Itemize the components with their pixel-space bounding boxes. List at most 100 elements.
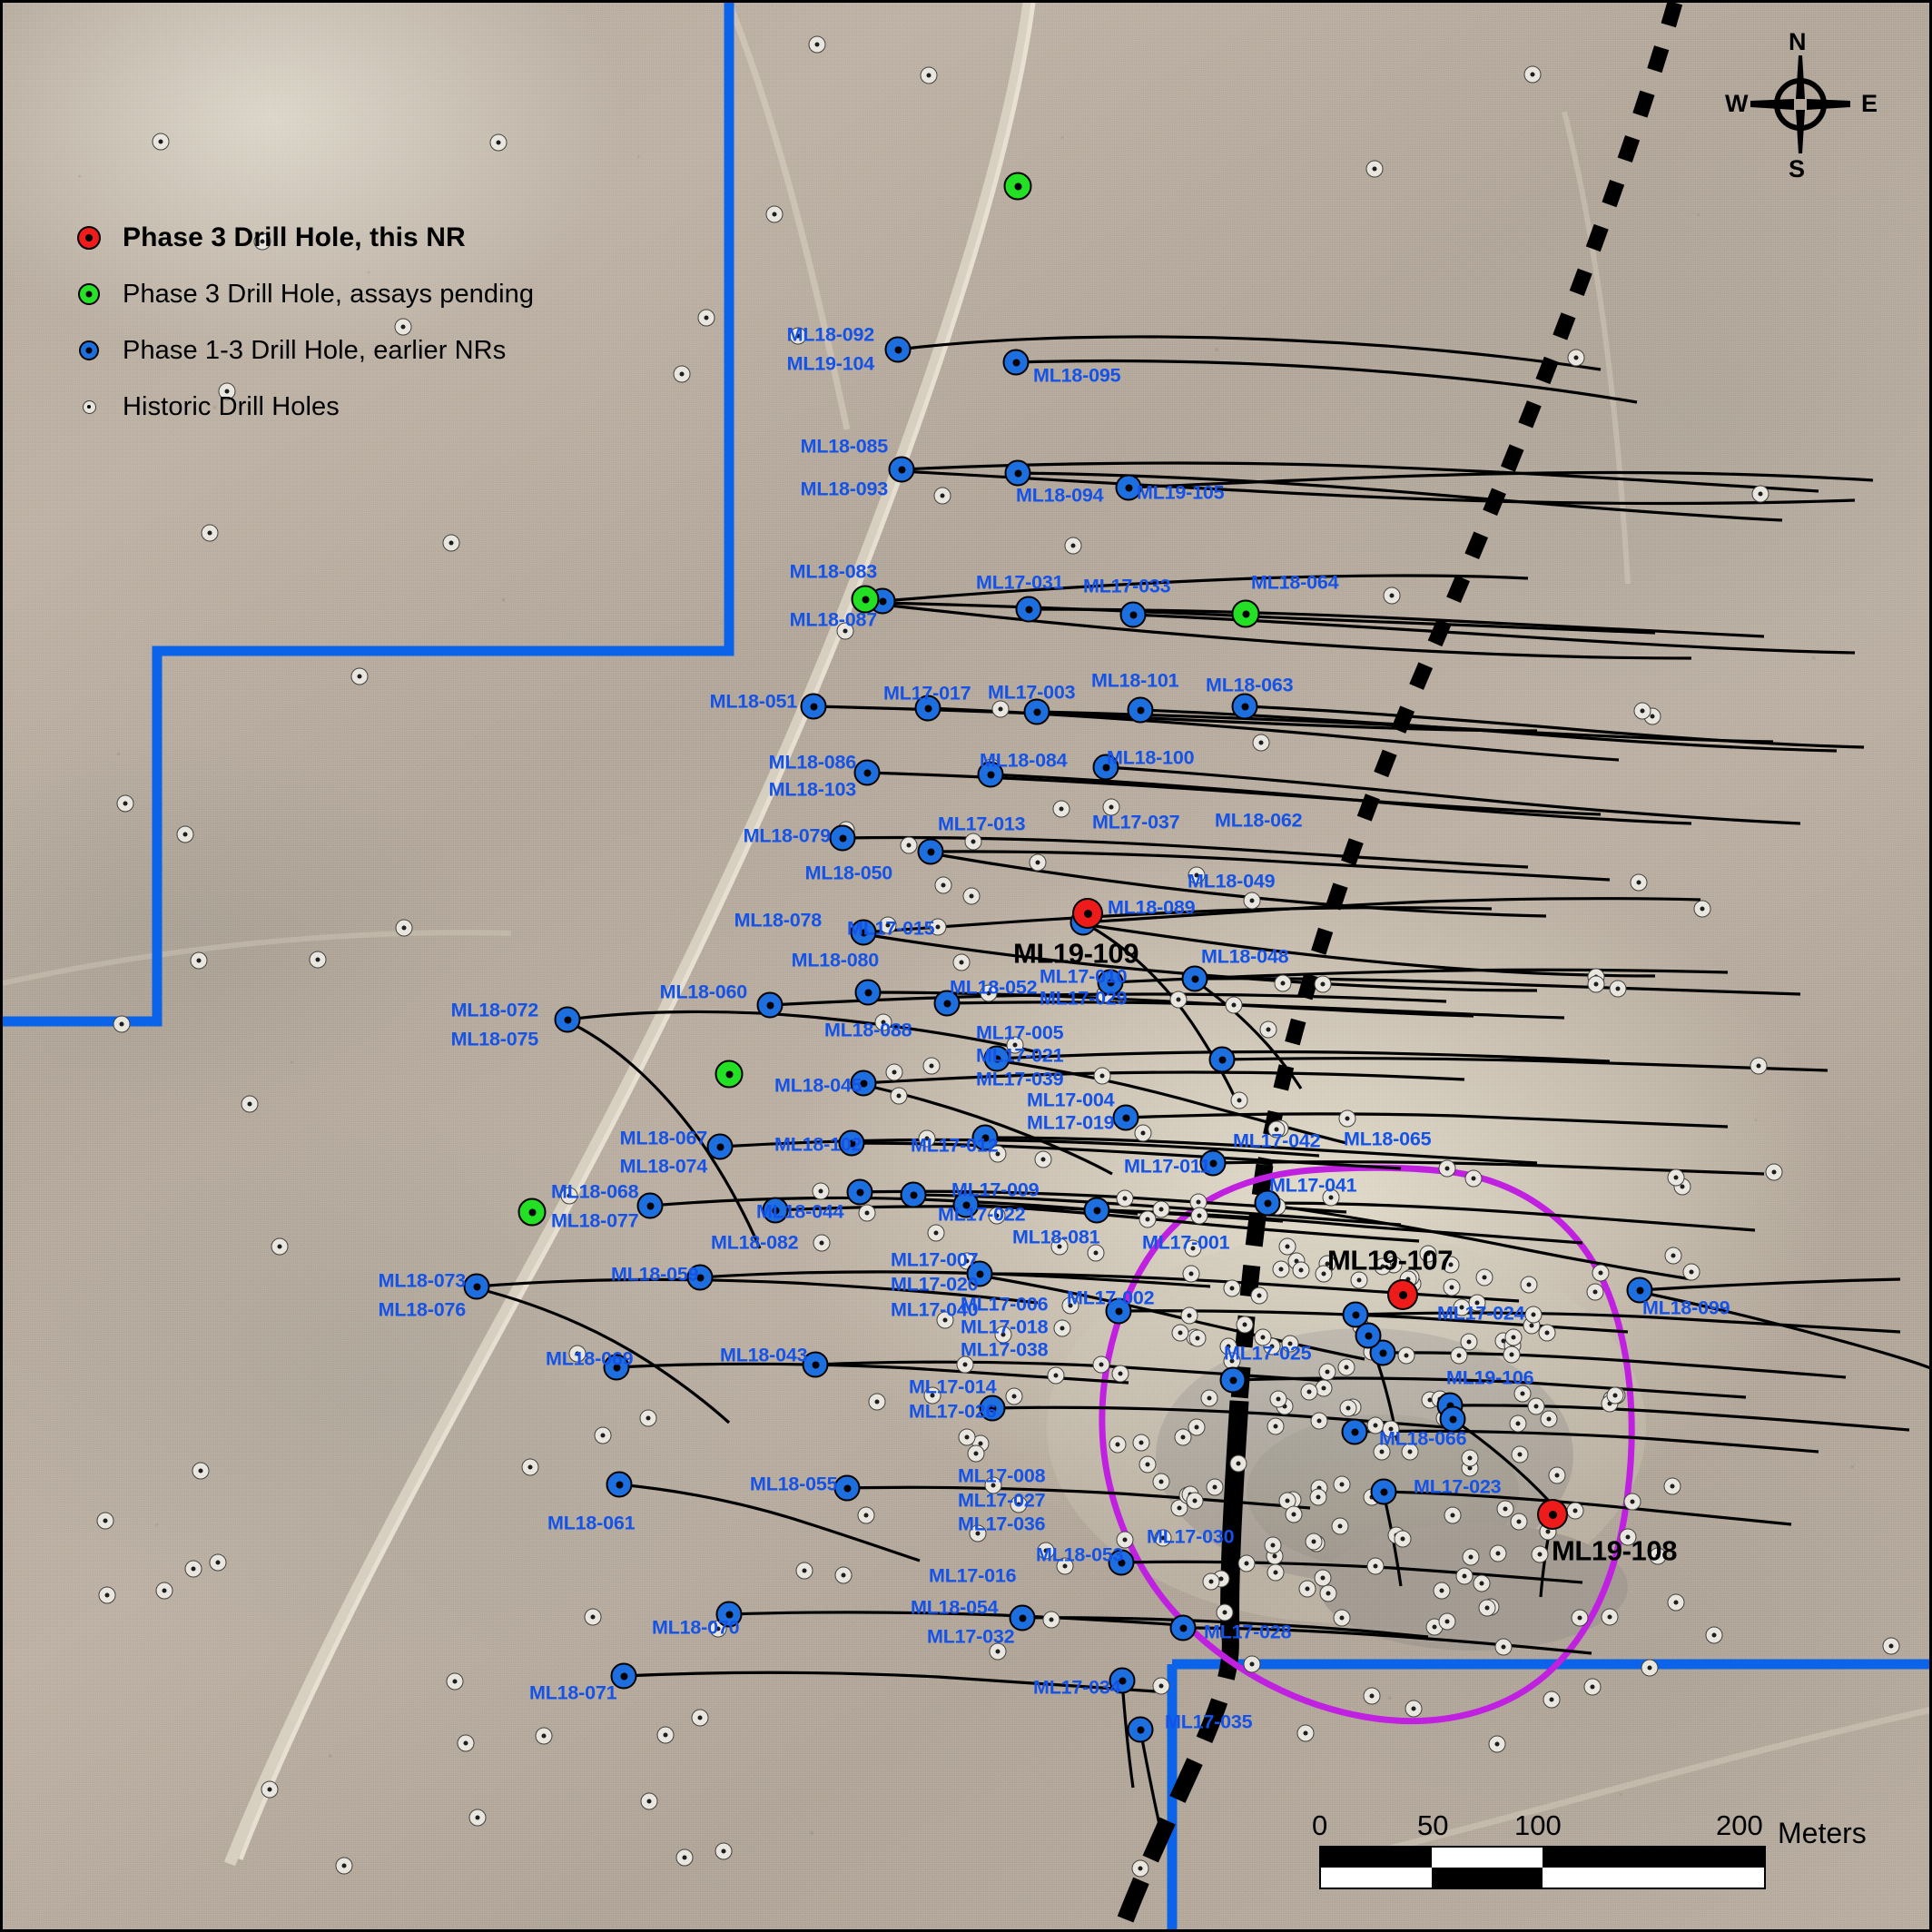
drill-hole-label: ML18-068	[551, 1180, 639, 1203]
historic-drill-hole-marker	[1314, 1569, 1332, 1587]
drill-hole-label: ML18-074	[619, 1155, 708, 1178]
compass-needle-icon	[1750, 55, 1850, 153]
drill-hole-label: ML18-088	[824, 1019, 912, 1041]
drill-hole-marker-phase13	[833, 1474, 861, 1502]
scale-bar: 0 50 100 200 Meters	[1312, 1809, 1867, 1889]
drill-hole-label: ML18-101	[1091, 669, 1179, 692]
historic-drill-hole-marker	[1188, 1329, 1207, 1347]
drill-hole-label: ML17-018	[961, 1316, 1049, 1338]
historic-drill-hole-marker	[113, 1015, 131, 1033]
historic-drill-hole-marker	[1188, 1418, 1206, 1436]
historic-drill-hole-marker	[1053, 1319, 1071, 1337]
drill-hole-label: ML17-017	[883, 682, 971, 705]
drill-hole-marker-phase13	[1097, 969, 1124, 996]
historic-drill-hole-marker	[1230, 1091, 1248, 1109]
drill-hole-marker-phase13	[1092, 754, 1119, 781]
drill-hole-label: ML17-006	[961, 1293, 1049, 1316]
historic-drill-hole-marker	[1524, 1306, 1543, 1324]
historic-drill-hole-marker	[1171, 1324, 1189, 1342]
historic-drill-hole-marker	[813, 1234, 831, 1252]
historic-drill-hole-marker	[468, 1809, 487, 1827]
historic-drill-hole-marker	[98, 1586, 116, 1604]
historic-drill-hole-marker	[808, 35, 826, 54]
historic-drill-hole-marker	[1029, 853, 1047, 872]
historic-drill-hole-marker	[1478, 1599, 1496, 1617]
historic-drill-hole-marker	[1250, 1286, 1268, 1305]
historic-drill-hole-marker	[1609, 980, 1627, 998]
historic-drill-hole-marker	[885, 1063, 903, 1081]
drill-hole-label: ML17-015	[847, 917, 935, 940]
historic-drill-hole-marker	[868, 1393, 886, 1411]
drill-hole-label: ML18-103	[768, 778, 857, 801]
historic-drill-hole-marker	[1664, 1247, 1682, 1265]
drill-hole-marker-phase13	[715, 1601, 743, 1628]
historic-drill-hole-marker	[1267, 1120, 1286, 1138]
historic-drill-hole-marker	[1473, 1574, 1491, 1592]
highlighted-drill-hole-label: ML19-109	[1012, 937, 1139, 970]
drill-hole-label: ML18-081	[1012, 1226, 1100, 1248]
drill-hole-marker-phase13	[1105, 1297, 1132, 1325]
historic-drill-hole-marker	[1419, 1245, 1437, 1263]
historic-drill-hole-marker	[964, 833, 982, 851]
historic-drill-hole-marker	[1315, 1265, 1333, 1283]
historic-drill-hole-marker	[1093, 1067, 1111, 1085]
historic-drill-hole-marker	[989, 1145, 1007, 1163]
drill-hole-marker-phase3	[1072, 898, 1103, 929]
historic-drill-hole-marker	[1206, 1478, 1224, 1496]
historic-drill-hole-marker	[1450, 1346, 1468, 1365]
historic-drill-hole-marker	[1219, 1337, 1237, 1355]
historic-drill-hole-marker	[900, 836, 918, 854]
drill-hole-label: ML18-053	[1036, 1543, 1124, 1566]
drill-hole-label: ML18-069	[546, 1347, 634, 1370]
drill-hole-label: ML17-030	[1147, 1525, 1235, 1548]
drill-hole-marker-phase13	[853, 759, 881, 786]
historic-drill-hole-marker	[789, 327, 807, 345]
scale-tick-100: 100	[1514, 1809, 1562, 1841]
drill-hole-marker-pending	[1003, 172, 1032, 201]
historic-drill-hole-marker	[1318, 1363, 1336, 1381]
drill-hole-marker-phase13	[1009, 1604, 1036, 1631]
legend-label: Phase 3 Drill Hole, assays pending	[123, 279, 535, 309]
drill-hole-label: ML17-013	[938, 813, 1026, 835]
historic-drill-hole-marker	[1350, 1271, 1368, 1289]
historic-drill-hole-marker	[991, 700, 1010, 718]
drill-hole-label: ML18-049	[1188, 870, 1276, 892]
historic-drill-hole-marker	[1200, 1389, 1218, 1407]
drill-hole-label: ML17-004	[1027, 1089, 1115, 1111]
drill-hole-label: ML17-036	[958, 1513, 1046, 1535]
historic-drill-hole-marker	[457, 1734, 475, 1752]
historic-drill-hole-marker	[1583, 1678, 1602, 1696]
historic-drill-hole-marker	[335, 1857, 353, 1875]
historic-drill-hole-marker	[1314, 975, 1332, 993]
historic-drill-hole-marker	[1496, 1500, 1514, 1518]
historic-drill-hole-marker	[1489, 1544, 1507, 1562]
historic-drill-hole-marker	[1237, 1554, 1256, 1572]
historic-drill-hole-marker	[1037, 1542, 1055, 1560]
historic-drill-hole-marker	[1243, 892, 1261, 910]
drill-hole-label: ML18-060	[659, 981, 748, 1003]
historic-drill-hole-marker	[923, 1386, 941, 1405]
historic-drill-hole-marker	[980, 984, 998, 1002]
historic-drill-hole-marker	[489, 133, 508, 152]
historic-drill-hole-marker	[1264, 1536, 1282, 1554]
historic-drill-hole-marker	[927, 1224, 945, 1242]
historic-drill-hole-marker	[1034, 1150, 1052, 1168]
drill-hole-label: ML18-076	[378, 1298, 467, 1321]
legend-label: Historic Drill Holes	[123, 391, 340, 421]
drill-hole-marker-phase13	[1370, 1478, 1397, 1505]
drill-hole-marker-phase13	[762, 1197, 789, 1224]
historic-drill-hole-marker	[1259, 1020, 1277, 1039]
historic-drill-hole-marker	[1438, 1159, 1456, 1178]
historic-drill-hole-marker	[1566, 1502, 1584, 1520]
historic-drill-hole-marker	[1649, 1547, 1667, 1565]
drill-hole-label: ML17-022	[938, 1203, 1026, 1226]
drill-hole-label: ML18-080	[791, 949, 880, 971]
historic-drill-hole-marker	[116, 794, 134, 813]
historic-drill-hole-marker	[1006, 1036, 1024, 1054]
historic-drill-hole-marker	[936, 1311, 954, 1329]
drill-hole-marker-phase13	[1083, 1197, 1110, 1224]
drill-hole-label: ML18-089	[1108, 896, 1196, 919]
scale-bar-graphic	[1319, 1846, 1766, 1889]
drill-hole-marker-phase13	[603, 1354, 630, 1381]
historic-drill-hole-marker	[922, 1057, 941, 1075]
